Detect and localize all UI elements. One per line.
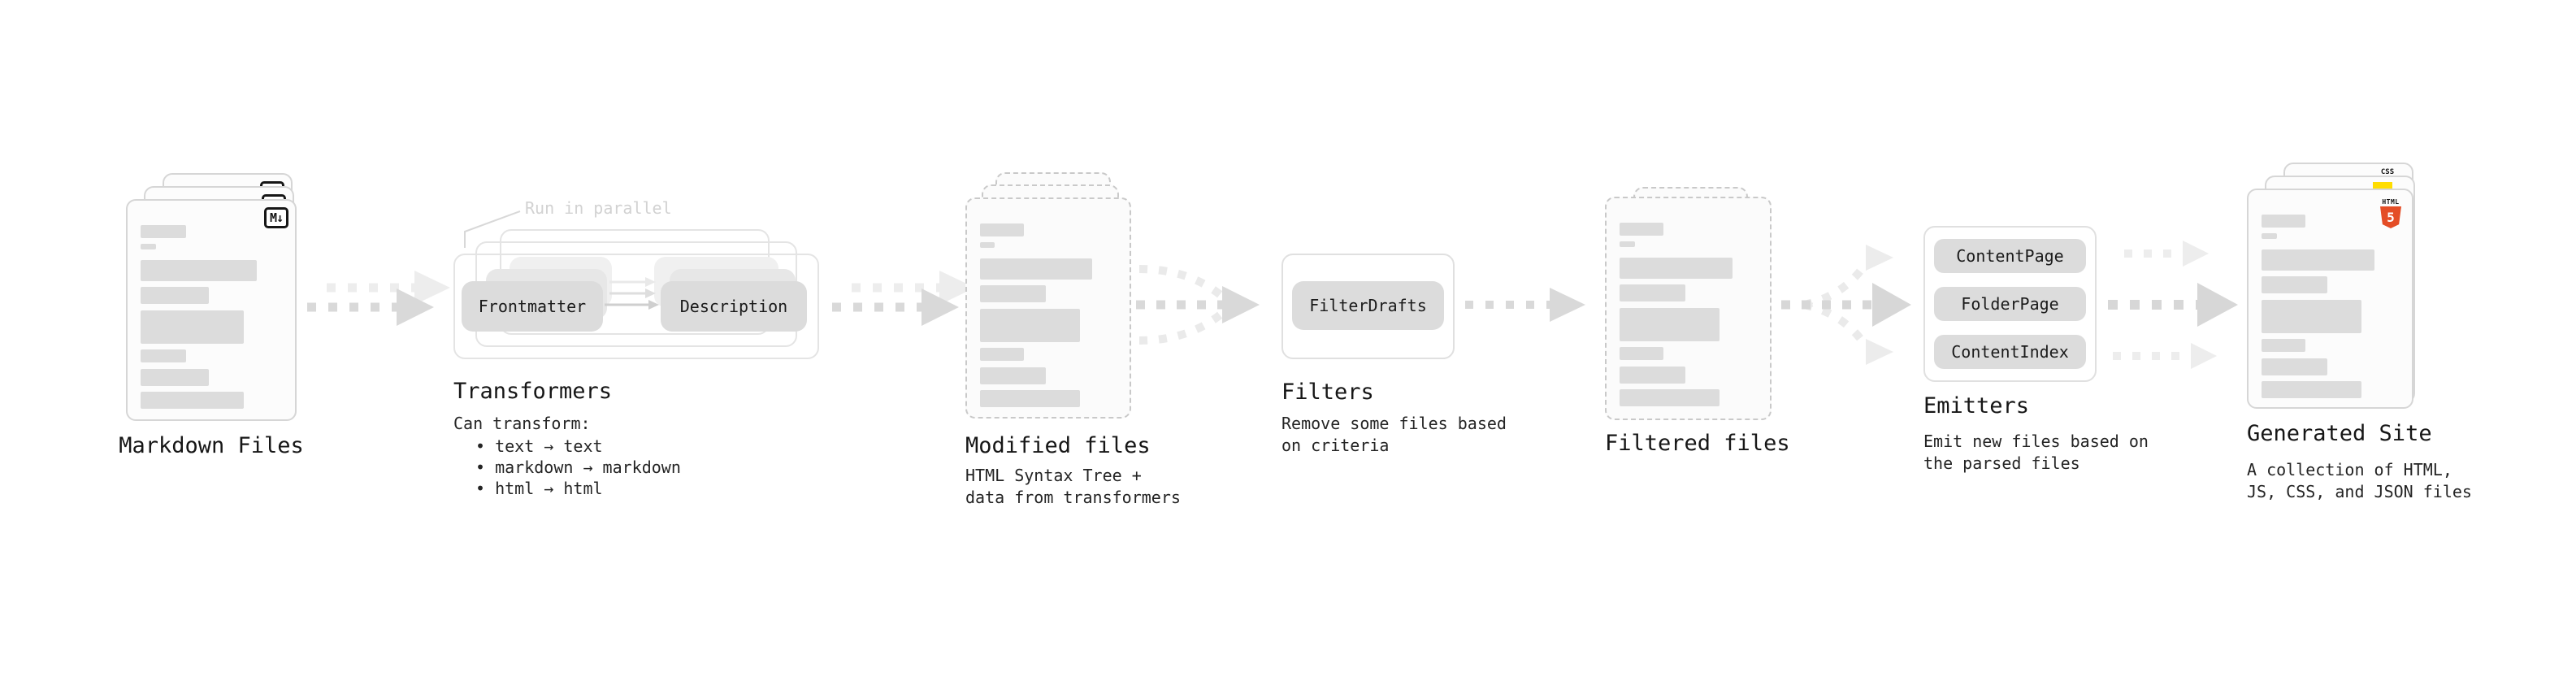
generated-site-label: Generated Site <box>2247 421 2432 446</box>
placeholder-text-bar <box>2262 358 2328 375</box>
folderpage-pill: FolderPage <box>1934 287 2086 321</box>
desc-line: HTML Syntax Tree + <box>965 466 1142 485</box>
arrow-emitters-to-site <box>2108 241 2238 369</box>
stage-transformers: Run in parallel Frontmatter Description … <box>453 195 827 504</box>
document-placeholder-lines <box>980 223 1117 407</box>
generated-site-desc: A collection of HTML, JS, CSS, and JSON … <box>2247 459 2472 503</box>
transformers-label: Transformers <box>453 379 613 404</box>
modified-file-card-front <box>965 197 1131 419</box>
modified-files-label: Modified files <box>965 433 1151 458</box>
filters-box <box>1281 254 1455 359</box>
filtered-file-card-front <box>1605 197 1772 420</box>
frontmatter-pill: Frontmatter <box>462 281 603 332</box>
desc-line: Emit new files based on <box>1923 432 2149 451</box>
placeholder-text-bar <box>141 260 257 281</box>
arrow-filtered-to-emitters <box>1781 245 1911 365</box>
desc-line: the parsed files <box>1923 453 2080 473</box>
annotation-leader-line <box>464 210 521 248</box>
arrow-modified-to-filters <box>1136 265 1260 345</box>
pill-flow-arrows <box>605 277 659 310</box>
placeholder-text-bar <box>141 369 209 386</box>
transformer-box-front <box>453 254 819 359</box>
placeholder-text-bar <box>980 367 1046 384</box>
filters-desc: Remove some files based on criteria <box>1281 413 1507 457</box>
placeholder-text-bar <box>1620 284 1686 301</box>
html5-wordmark: HTML <box>2382 198 2400 206</box>
emitters-desc: Emit new files based on the parsed files <box>1923 431 2149 475</box>
placeholder-text-bar <box>2262 300 2362 333</box>
filtered-files-label: Filtered files <box>1605 431 1790 456</box>
placeholder-text-bar <box>2262 276 2328 293</box>
placeholder-text-bar <box>980 285 1046 302</box>
filterdrafts-pill: FilterDrafts <box>1292 281 1444 330</box>
placeholder-text-bar <box>1620 389 1720 406</box>
placeholder-text-bar <box>980 242 995 248</box>
stage-emitters: ContentPage FolderPage ContentIndex Emit… <box>1923 226 2149 486</box>
modified-files-desc: HTML Syntax Tree + data from transformer… <box>965 465 1181 509</box>
markdown-icon: M↓ <box>263 207 288 228</box>
desc-line: on criteria <box>1281 436 1390 455</box>
placeholder-text-bar <box>2262 215 2306 228</box>
placeholder-text-bar <box>1620 308 1720 341</box>
placeholder-text-bar <box>2262 339 2306 352</box>
html5-shield: 5 <box>2380 206 2401 228</box>
placeholder-text-bar <box>980 258 1092 280</box>
document-placeholder-lines <box>2262 215 2399 398</box>
placeholder-text-bar <box>1620 367 1686 384</box>
placeholder-text-bar <box>141 349 186 362</box>
placeholder-text-bar <box>2262 233 2277 239</box>
transformers-bullet-list: • text → text • markdown → markdown • ht… <box>453 436 681 499</box>
placeholder-text-bar <box>980 309 1080 342</box>
desc-line: JS, CSS, and JSON files <box>2247 482 2472 501</box>
placeholder-text-bar <box>141 287 209 304</box>
bullet-item: • text → text <box>475 436 603 456</box>
html5-number: 5 <box>2387 209 2395 225</box>
filters-label: Filters <box>1281 380 1374 405</box>
desc-line: Remove some files based <box>1281 414 1507 433</box>
description-pill: Description <box>661 281 807 332</box>
run-in-parallel-annotation: Run in parallel <box>525 198 672 218</box>
placeholder-text-bar <box>980 390 1080 407</box>
arrow-filters-to-filtered <box>1465 288 1585 322</box>
html5-icon: HTML 5 <box>2379 198 2402 228</box>
placeholder-text-bar <box>2262 249 2374 271</box>
document-placeholder-lines <box>141 225 282 409</box>
placeholder-text-bar <box>141 310 245 344</box>
placeholder-text-bar <box>141 244 157 249</box>
contentpage-pill: ContentPage <box>1934 239 2086 273</box>
contentindex-pill: ContentIndex <box>1934 335 2086 369</box>
arrow-transformers-to-modified <box>832 271 975 326</box>
emitters-box <box>1923 226 2097 382</box>
markdown-file-card-front: M↓ <box>126 199 297 421</box>
bullet-item: • markdown → markdown <box>475 458 681 477</box>
placeholder-text-bar <box>141 392 245 409</box>
placeholder-text-bar <box>980 348 1024 361</box>
stage-generated-site: CSS HTML 5 Generated Site A collection o… <box>2247 163 2472 512</box>
placeholder-text-bar <box>980 223 1024 236</box>
desc-line: data from transformers <box>965 488 1181 507</box>
placeholder-text-bar <box>1620 347 1664 360</box>
placeholder-text-bar <box>1620 258 1733 279</box>
stage-filters: FilterDrafts Filters Remove some files b… <box>1281 254 1507 465</box>
placeholder-text-bar <box>2262 381 2362 398</box>
placeholder-text-bar <box>141 225 186 238</box>
desc-line: A collection of HTML, <box>2247 460 2452 479</box>
placeholder-text-bar <box>1620 223 1664 236</box>
stage-modified-files: Modified files HTML Syntax Tree + data f… <box>965 172 1181 514</box>
stage-markdown-files: M↓ M↓ M↓ Markdown Files <box>119 173 313 466</box>
bullet-item: • html → html <box>475 479 603 498</box>
markdown-files-label: Markdown Files <box>119 433 304 458</box>
site-file-card-html: HTML 5 <box>2247 189 2413 409</box>
emitters-label: Emitters <box>1923 393 2030 419</box>
arrow-markdown-to-transformers <box>307 271 450 326</box>
stage-filtered-files: Filtered files <box>1605 187 1800 479</box>
transformers-desc-heading: Can transform: <box>453 414 591 433</box>
placeholder-text-bar <box>1620 241 1635 247</box>
document-placeholder-lines <box>1620 223 1757 406</box>
